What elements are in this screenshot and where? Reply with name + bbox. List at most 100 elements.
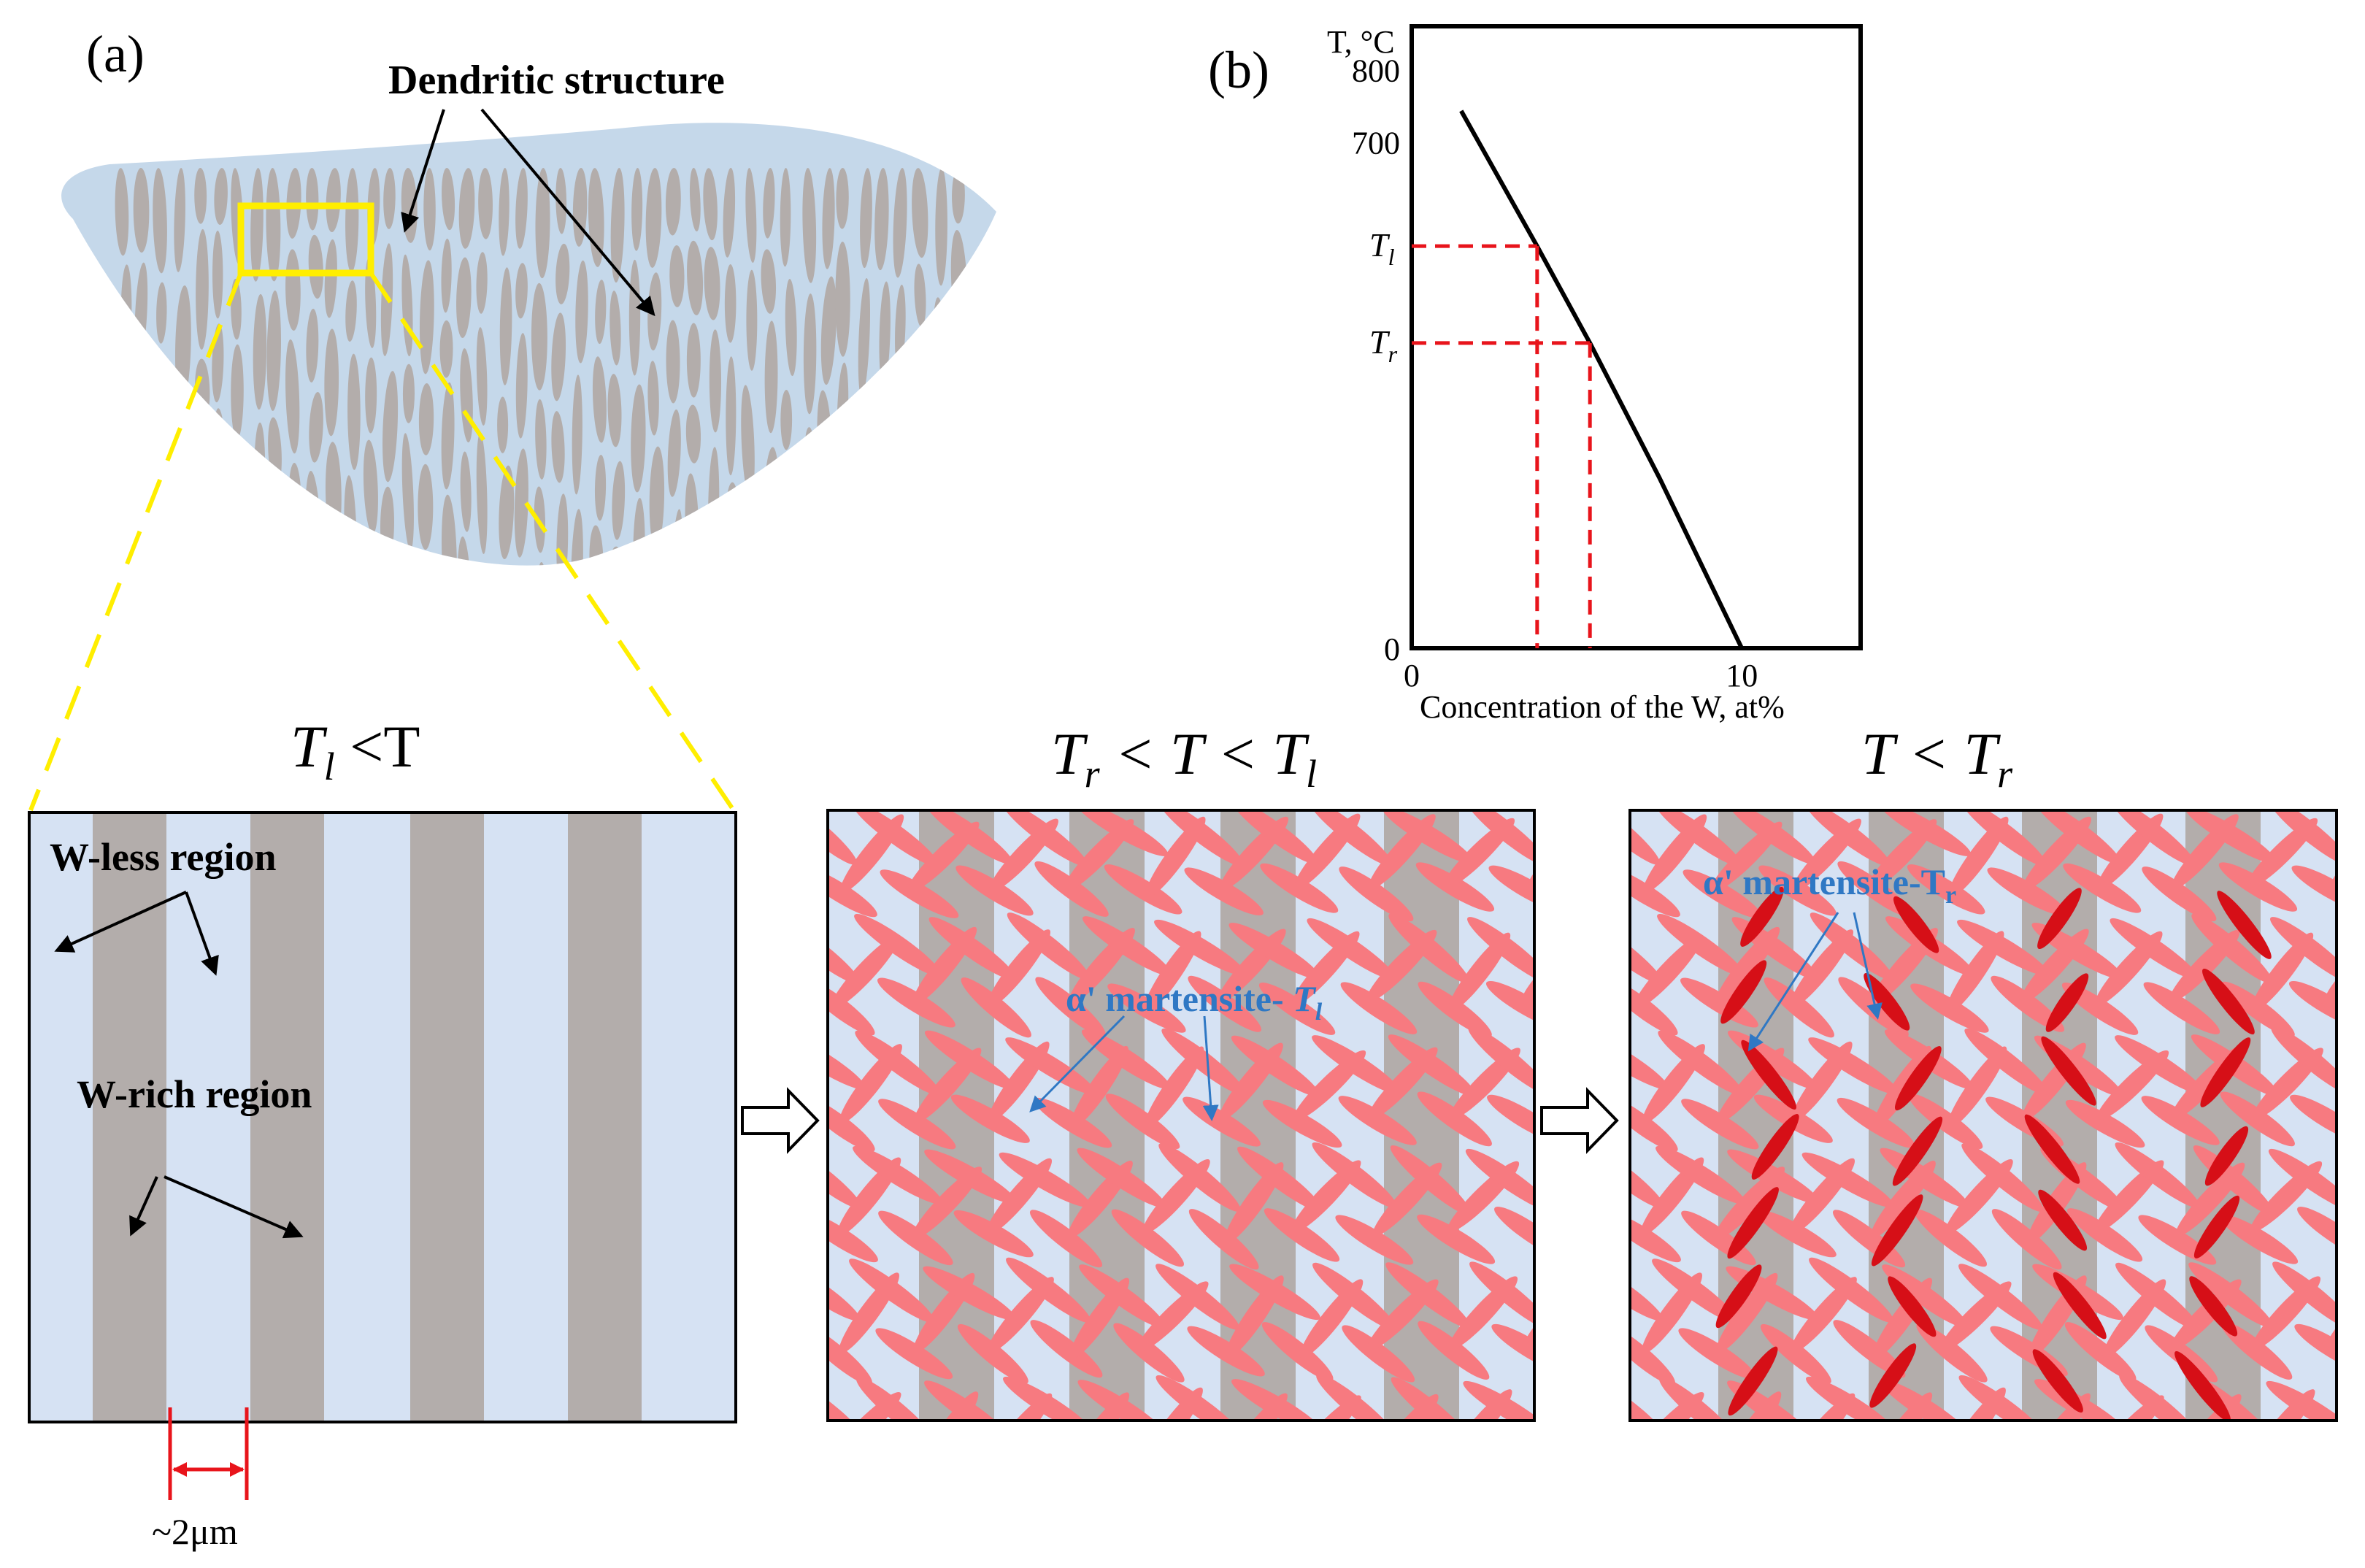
dendrite bbox=[361, 538, 374, 566]
martensite-needle bbox=[2139, 1427, 2220, 1500]
dendrite bbox=[253, 293, 267, 410]
dendrite bbox=[441, 494, 457, 566]
dendrite bbox=[460, 451, 472, 532]
panel-b-label: (b) bbox=[1208, 41, 1269, 99]
dendrite bbox=[666, 320, 680, 404]
w-rich-band bbox=[250, 812, 324, 1422]
dendrite bbox=[266, 168, 281, 282]
dendrite bbox=[607, 374, 622, 447]
martensite-needle bbox=[1007, 912, 1091, 980]
dendrite bbox=[934, 481, 949, 550]
martensite-needle bbox=[1232, 810, 1318, 864]
martensite-needle bbox=[1866, 819, 1937, 892]
dendrite bbox=[458, 168, 475, 249]
martensite-needle bbox=[2142, 866, 2217, 922]
dendrite bbox=[724, 264, 737, 343]
martensite-needle bbox=[873, 1430, 956, 1501]
dendrite bbox=[441, 238, 452, 313]
dendrite bbox=[893, 491, 906, 566]
martensite-needle bbox=[1388, 913, 1470, 984]
martensite-needle bbox=[1714, 1167, 1785, 1240]
dendrite bbox=[537, 562, 549, 566]
dendrite bbox=[212, 230, 223, 319]
dendrite bbox=[631, 168, 643, 251]
w-rich-arrow-1 bbox=[129, 1176, 158, 1237]
martensite-needle bbox=[1264, 1208, 1340, 1262]
martensite-needle bbox=[2191, 913, 2273, 984]
martensite-needle bbox=[1982, 1435, 2069, 1499]
dendrite bbox=[860, 168, 872, 269]
martensite-needle bbox=[1407, 1434, 1491, 1504]
martensite-needle bbox=[855, 1030, 940, 1096]
martensite-needle bbox=[1790, 1277, 1857, 1353]
martensite-needle bbox=[1417, 1214, 1496, 1264]
martensite-needle bbox=[1184, 867, 1264, 916]
dendrite bbox=[687, 240, 704, 315]
dendrite bbox=[835, 242, 850, 357]
dendrite bbox=[308, 234, 323, 299]
martensite-needle-dark bbox=[1751, 1113, 1799, 1180]
martensite-needle bbox=[1111, 1209, 1185, 1267]
dendrite bbox=[285, 339, 300, 454]
martensite-needle bbox=[1485, 980, 1534, 1030]
martensite-needle bbox=[2294, 1323, 2337, 1374]
dendrite bbox=[153, 168, 167, 274]
martensite-needle bbox=[1789, 929, 1854, 1008]
martensite-needle bbox=[1005, 1037, 1096, 1095]
dendrite bbox=[609, 291, 621, 366]
martensite-needle bbox=[1630, 1031, 1669, 1090]
dendrite bbox=[212, 483, 226, 546]
martensite-needle bbox=[1335, 1215, 1414, 1265]
dendrite bbox=[193, 427, 209, 493]
martensite-needle bbox=[1753, 1430, 1834, 1504]
martensite-needle bbox=[1634, 935, 1703, 1010]
martensite-needle bbox=[1231, 1035, 1320, 1096]
dendrite bbox=[723, 167, 736, 258]
martensite-needle bbox=[1418, 1321, 1490, 1380]
martensite-needle-dark bbox=[1888, 1276, 1937, 1337]
martensite-needle bbox=[953, 1210, 1034, 1258]
dendrite bbox=[689, 167, 701, 232]
martensite-needle bbox=[1947, 816, 2009, 898]
martensite-tr-arrow-1 bbox=[1747, 912, 1839, 1052]
dendrite bbox=[324, 239, 337, 318]
martensite-needle-dark bbox=[2193, 1195, 2240, 1258]
martensite-needle bbox=[1962, 810, 2047, 866]
martensite-needle bbox=[1143, 931, 1201, 1014]
martensite-needle bbox=[1879, 810, 1972, 856]
martensite-needle bbox=[1336, 1427, 1417, 1500]
panel-a-label: (a) bbox=[86, 25, 145, 83]
dendrite bbox=[746, 269, 758, 371]
zoom-highlight-box bbox=[237, 202, 374, 277]
w-rich-band bbox=[410, 812, 484, 1422]
dendrite bbox=[821, 504, 836, 566]
martensite-needle bbox=[854, 913, 942, 977]
martensite-needle bbox=[1630, 1259, 1663, 1321]
martensite-needle bbox=[2035, 810, 2121, 864]
dendrite bbox=[499, 267, 512, 385]
dendrite bbox=[780, 389, 793, 450]
dendrite bbox=[761, 249, 777, 314]
martensite-needle bbox=[2059, 1434, 2145, 1502]
martensite-needle bbox=[926, 810, 1013, 864]
martensite-needle bbox=[2271, 1026, 2337, 1095]
martensite-needle bbox=[1077, 1148, 1166, 1208]
martensite-needle bbox=[2269, 810, 2337, 866]
martensite-needle bbox=[1312, 1262, 1396, 1330]
martensite-needle bbox=[1309, 810, 1393, 866]
x-axis-label: Concentration of the W, at% bbox=[1420, 689, 1785, 725]
martensite-needle bbox=[1828, 1436, 1914, 1503]
process-arrow-2 bbox=[1540, 1087, 1619, 1154]
dendrite bbox=[874, 391, 890, 472]
martensite-needle bbox=[1630, 866, 1680, 918]
dendrite bbox=[497, 396, 509, 453]
martensite-needle bbox=[2185, 810, 2277, 864]
martensite-needle bbox=[1630, 918, 1663, 984]
martensite-needle bbox=[2245, 818, 2318, 890]
martensite-tr-label: α' martensite-Tr bbox=[1703, 861, 1956, 909]
martensite-needle bbox=[1442, 818, 1515, 890]
spacing-label: ~2μm bbox=[152, 1511, 238, 1552]
dendrite bbox=[231, 344, 244, 439]
dendrite bbox=[418, 464, 434, 550]
dendrite bbox=[802, 167, 817, 283]
